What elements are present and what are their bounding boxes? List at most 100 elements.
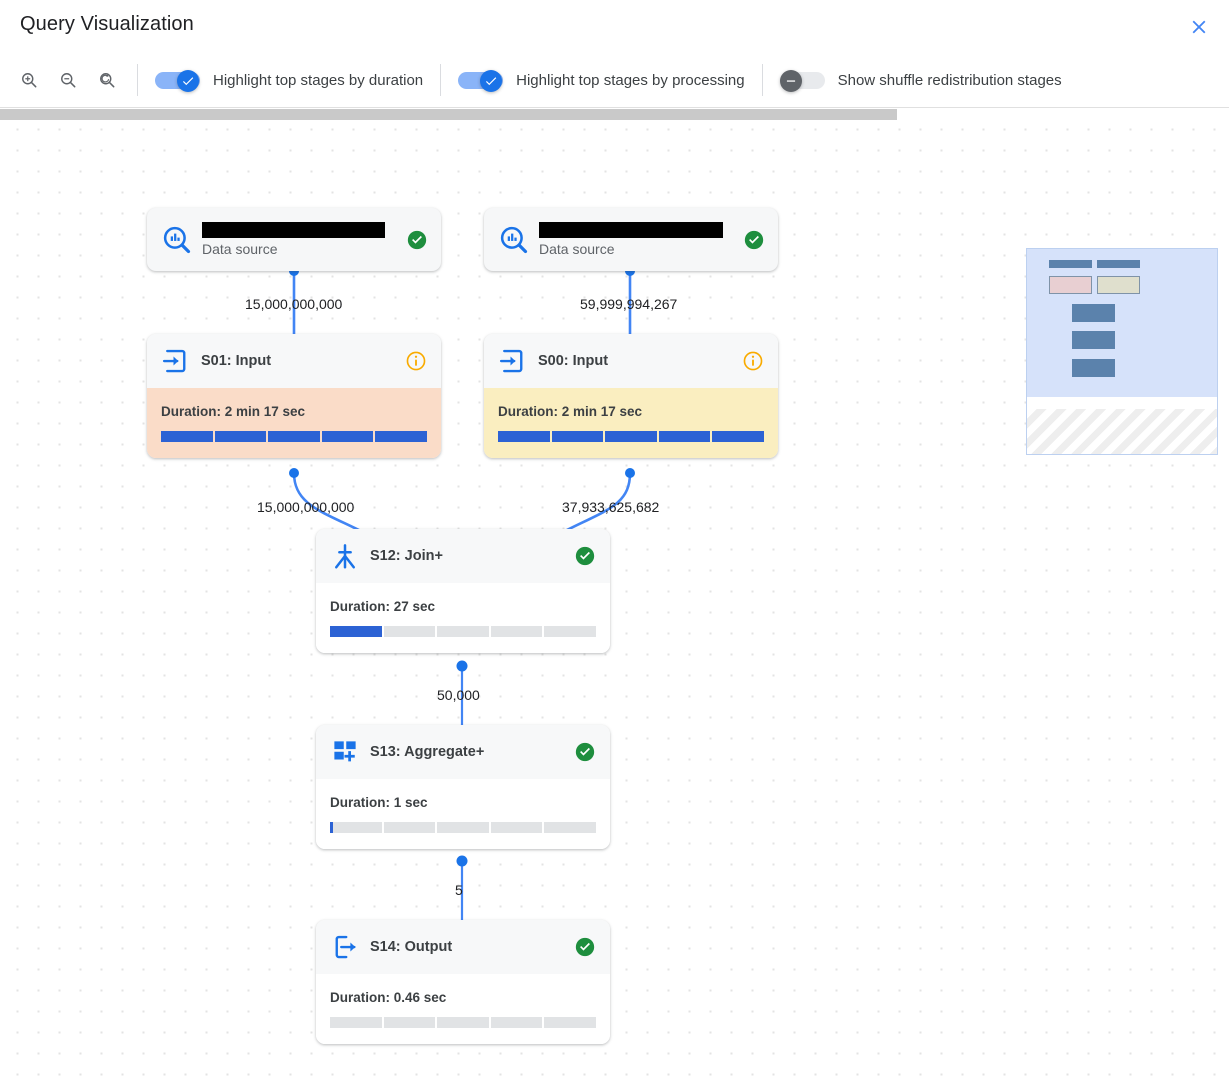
minimap-node (1049, 276, 1092, 294)
progress-segment (375, 431, 427, 442)
join-merge-icon (330, 541, 360, 571)
edge-label-ds1-s01: 15,000,000,000 (245, 296, 343, 312)
toggle-highlight-duration-switch[interactable] (155, 69, 200, 92)
close-icon (1192, 20, 1206, 34)
toolbar-divider-3 (761, 64, 763, 96)
node-stage-S00[interactable]: S00: Input Duration: 2 min 17 sec (484, 334, 778, 458)
stage-S01-body: Duration: 2 min 17 sec (147, 388, 441, 458)
graph-canvas[interactable]: 15,000,000,000 59,999,994,267 15,000,000… (0, 109, 1229, 1090)
status-badge-info[interactable] (405, 350, 427, 372)
redacted-data-source-name (202, 222, 385, 238)
toolbar-divider-1 (137, 64, 138, 96)
progress-segment (490, 626, 543, 637)
toggle-highlight-processing-label: Highlight top stages by processing (516, 71, 745, 89)
check-icon (486, 76, 497, 85)
stage-S00-header: S00: Input (484, 334, 778, 388)
progress-segment (437, 822, 489, 833)
edge-label-s13-s14: 5 (455, 882, 463, 898)
progress-segment (437, 626, 489, 637)
edge-label-ds2-s00: 59,999,994,267 (580, 296, 678, 312)
node-stage-S13[interactable]: S13: Aggregate+ Duration: 1 sec (316, 725, 610, 849)
graph-minimap[interactable] (1026, 248, 1218, 455)
minimap-node (1072, 304, 1115, 322)
toggle-highlight-processing[interactable]: Highlight top stages by processing (458, 53, 745, 107)
dialog-titlebar: Query Visualization (0, 0, 1229, 53)
edge-label-s00-s12: 37,933,625,682 (562, 499, 660, 515)
progress-segment (605, 431, 657, 442)
progress-segment (498, 431, 550, 442)
stage-S00-progress-bar (498, 431, 764, 442)
progress-segment (321, 431, 374, 442)
arrow-out-of-box-icon (330, 932, 360, 962)
data-source-1-subtitle: Data source (202, 241, 278, 257)
progress-segment (330, 822, 382, 833)
progress-segment (490, 822, 543, 833)
progress-segment (383, 626, 436, 637)
minimap-node (1097, 260, 1140, 268)
bigquery-data-source-icon (498, 224, 530, 256)
progress-segment (161, 431, 213, 442)
progress-segment (544, 822, 596, 833)
stage-S13-header: S13: Aggregate+ (316, 725, 610, 779)
toggle-show-shuffle[interactable]: Show shuffle redistribution stages (779, 53, 1062, 107)
horizontal-scrollbar[interactable] (0, 109, 1229, 121)
horizontal-scrollbar-thumb[interactable] (0, 109, 897, 120)
node-data-source-1[interactable]: Data source (147, 208, 441, 271)
minus-icon (786, 79, 795, 82)
toggle-highlight-duration-label: Highlight top stages by duration (213, 71, 424, 89)
progress-segment (383, 1017, 436, 1028)
data-source-1-text: Data source (202, 222, 398, 257)
arrow-into-box-icon (498, 346, 528, 376)
progress-segment (551, 431, 604, 442)
stage-S14-header: S14: Output (316, 920, 610, 974)
stage-S01-header: S01: Input (147, 334, 441, 388)
info-icon (743, 351, 763, 371)
status-badge-success (574, 936, 596, 958)
stage-S14-body: Duration: 0.46 sec (316, 974, 610, 1044)
progress-segment (544, 1017, 596, 1028)
stage-S01-title: S01: Input (201, 353, 272, 369)
node-stage-S01[interactable]: S01: Input Duration: 2 min 17 sec (147, 334, 441, 458)
zoom-controls (0, 53, 120, 107)
progress-segment (214, 431, 267, 442)
stage-S01-duration: Duration: 2 min 17 sec (161, 404, 306, 419)
progress-segment (330, 626, 382, 637)
page-title: Query Visualization (20, 13, 194, 35)
graph-toolbar: Highlight top stages by duration Highlig… (0, 53, 1229, 108)
node-data-source-2[interactable]: Data source (484, 208, 778, 271)
zoom-out-button[interactable] (55, 67, 81, 93)
toggle-highlight-duration[interactable]: Highlight top stages by duration (155, 53, 423, 107)
zoom-reset-button[interactable] (94, 67, 120, 93)
bigquery-data-source-icon (161, 224, 193, 256)
progress-segment (268, 431, 320, 442)
toolbar-divider-2 (440, 64, 442, 96)
aggregate-plus-icon (330, 737, 360, 767)
progress-segment (383, 822, 436, 833)
stage-S00-body: Duration: 2 min 17 sec (484, 388, 778, 458)
status-badge-info[interactable] (742, 350, 764, 372)
minimap-viewport[interactable] (1027, 249, 1217, 397)
edge-label-s01-s12: 15,000,000,000 (257, 499, 355, 515)
switch-knob (779, 69, 802, 92)
arrow-into-box-icon (161, 346, 191, 376)
progress-segment (658, 431, 711, 442)
check-icon (182, 76, 194, 85)
info-icon (406, 351, 426, 371)
stage-S14-duration: Duration: 0.46 sec (330, 990, 447, 1005)
node-stage-S14[interactable]: S14: Output Duration: 0.46 sec (316, 920, 610, 1044)
stage-S12-body: Duration: 27 sec (316, 583, 610, 653)
minimap-node (1072, 331, 1115, 349)
minimap-node (1049, 260, 1092, 268)
zoom-in-button[interactable] (16, 67, 42, 93)
progress-segment (712, 431, 764, 442)
toggle-show-shuffle-switch[interactable] (779, 69, 825, 92)
minimap-offscreen-region (1027, 409, 1217, 454)
stage-S12-title: S12: Join+ (370, 548, 443, 564)
toggle-highlight-processing-switch[interactable] (458, 69, 504, 92)
progress-segment (437, 1017, 489, 1028)
edge-label-s12-s13: 50,000 (437, 687, 480, 703)
zoom-reset-icon (100, 73, 115, 88)
stage-S14-progress-bar (330, 1017, 596, 1028)
node-stage-S12[interactable]: S12: Join+ Duration: 27 sec (316, 529, 610, 653)
close-button[interactable] (1183, 11, 1215, 43)
